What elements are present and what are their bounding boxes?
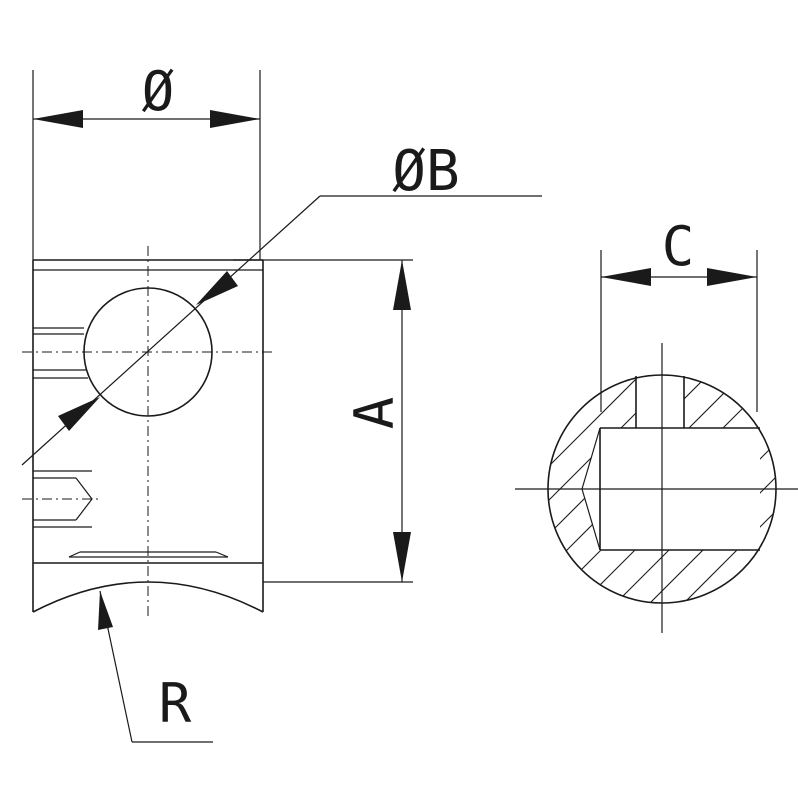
slot-width-dimension bbox=[600, 250, 758, 412]
outer-diameter-dimension bbox=[32, 70, 261, 260]
height-label: A bbox=[343, 397, 406, 430]
hole-diameter-leader bbox=[21, 195, 542, 466]
radius-label: R bbox=[159, 672, 192, 735]
slot-cutout bbox=[636, 375, 684, 430]
upper-set-screw-hole bbox=[33, 327, 88, 379]
slot-outline bbox=[635, 376, 685, 428]
section-view: C bbox=[515, 215, 798, 633]
radius-leader bbox=[98, 590, 213, 743]
front-view: ØB Ø A R bbox=[21, 60, 542, 743]
height-dimension bbox=[233, 259, 413, 583]
lower-set-screw-hole bbox=[22, 470, 100, 528]
outer-diameter-label: Ø bbox=[142, 60, 175, 123]
slot-width-label: C bbox=[662, 215, 695, 278]
hole-diameter-label: ØB bbox=[392, 139, 459, 204]
